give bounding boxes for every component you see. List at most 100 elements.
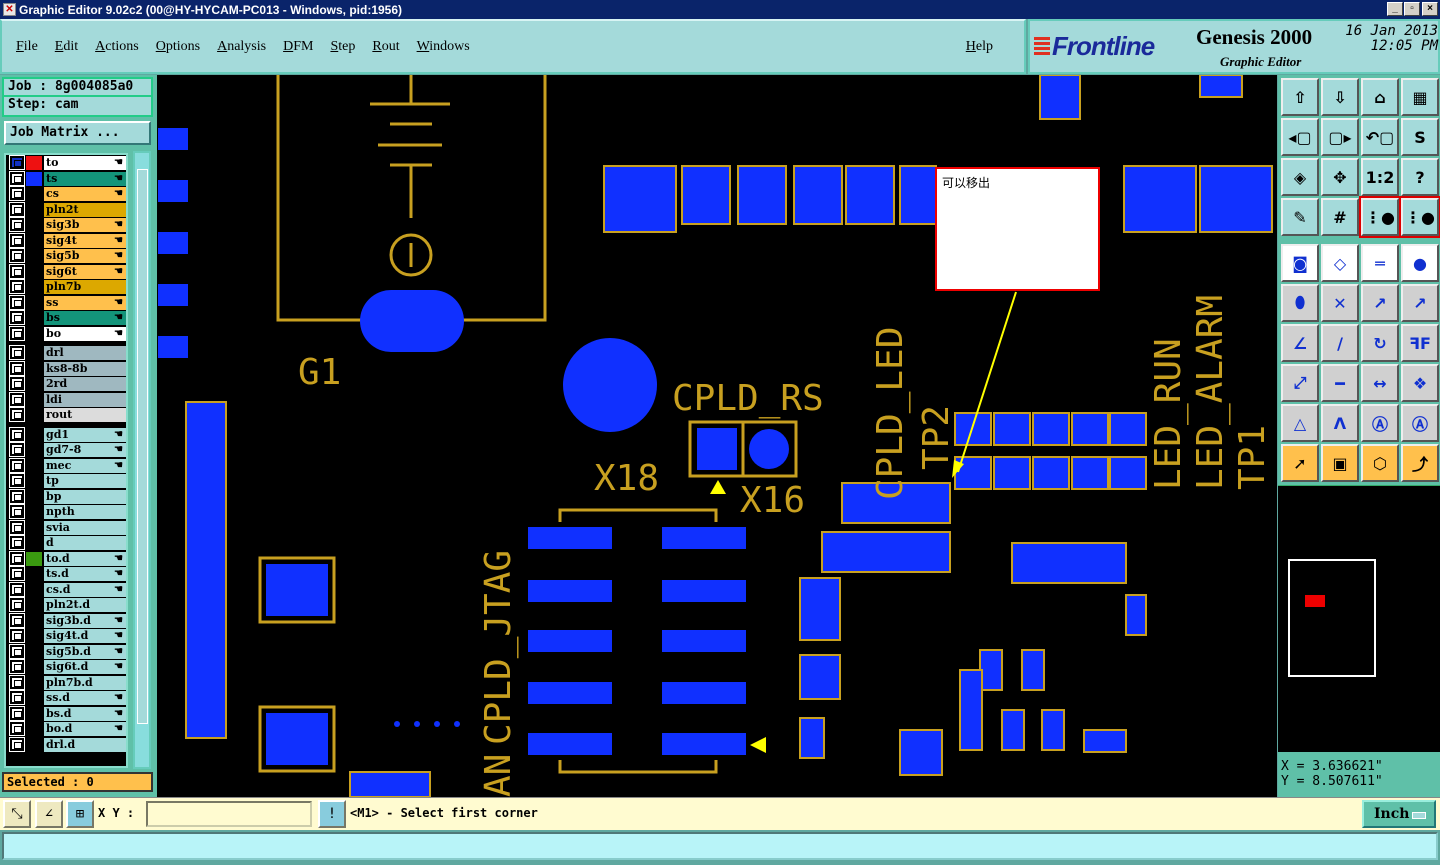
layer-row-sig3b.d[interactable]: sig3b.d☚ <box>8 612 126 628</box>
menu-file[interactable]: File <box>16 38 38 54</box>
layer-checkbox[interactable] <box>9 391 25 407</box>
layer-checkbox[interactable] <box>9 566 25 581</box>
layer-checkbox[interactable] <box>9 248 25 263</box>
help-icon[interactable]: ? <box>1401 158 1439 196</box>
layer-row-sig5b.d[interactable]: sig5b.d☚ <box>8 643 126 659</box>
layer-name[interactable]: sig6t.d☚ <box>44 660 126 674</box>
alert-icon[interactable]: ! <box>318 800 346 828</box>
layer-name[interactable]: drl.d <box>44 737 126 752</box>
scrollbar-thumb[interactable] <box>137 169 148 724</box>
layer-name[interactable]: pln7b.d <box>44 675 126 690</box>
layer-checkbox[interactable] <box>9 426 25 442</box>
layer-name[interactable]: npth <box>44 505 126 519</box>
layer-checkbox[interactable] <box>9 263 25 279</box>
layer-name[interactable]: ss☚ <box>44 295 126 310</box>
layer-row-rout[interactable]: rout <box>8 407 126 422</box>
layer-row-sig3b[interactable]: sig3b☚ <box>8 217 126 232</box>
pan-right-icon[interactable]: ▢▸ <box>1321 118 1359 156</box>
rotate-icon[interactable]: ↻ <box>1361 324 1399 362</box>
layer-name[interactable]: d <box>44 536 126 550</box>
layer-row-ldi[interactable]: ldi <box>8 391 126 407</box>
layer-name[interactable]: ts☚ <box>44 171 126 186</box>
layer-checkbox[interactable] <box>9 407 25 422</box>
layer-row-gd7-8[interactable]: gd7-8☚ <box>8 442 126 457</box>
menu-windows[interactable]: Windows <box>416 38 470 54</box>
minimap-viewport[interactable] <box>1305 595 1325 607</box>
layer-name[interactable]: sig6t☚ <box>44 264 126 279</box>
layer-checkbox[interactable] <box>9 721 25 736</box>
layer-row-ts.d[interactable]: ts.d☚ <box>8 566 126 581</box>
layer-checkbox[interactable] <box>9 504 25 519</box>
menu-dfm[interactable]: DFM <box>283 38 314 54</box>
layer-checkbox[interactable] <box>9 535 25 550</box>
layer-checkbox[interactable] <box>9 232 25 248</box>
grid-icon[interactable]: # <box>1321 198 1359 236</box>
layer-name[interactable]: sig4t☚ <box>44 233 126 248</box>
layer-row-ts[interactable]: ts☚ <box>8 170 126 186</box>
arc-a-icon[interactable]: Λ <box>1321 404 1359 442</box>
pan-left-icon[interactable]: ◂▢ <box>1281 118 1319 156</box>
layer-row-2rd[interactable]: 2rd <box>8 376 126 391</box>
layer-row-ks8-8b[interactable]: ks8-8b <box>8 360 126 376</box>
layer-name[interactable]: svia <box>44 520 126 535</box>
unit-selector[interactable]: Inch <box>1362 800 1436 828</box>
menu-help[interactable]: Help <box>965 38 993 54</box>
layer-name[interactable]: cs☚ <box>44 187 126 201</box>
menu-actions[interactable]: Actions <box>95 38 139 54</box>
layer-checkbox[interactable] <box>9 628 25 643</box>
diagonal-measure-icon[interactable]: ⤡ <box>3 800 31 828</box>
layer-name[interactable]: cs.d☚ <box>44 582 126 597</box>
transform-icon[interactable]: ◇ <box>1321 244 1359 282</box>
layer-row-mec[interactable]: mec☚ <box>8 457 126 473</box>
layer-name[interactable]: sig3b☚ <box>44 218 126 232</box>
layer-name[interactable]: sig5b☚ <box>44 249 126 263</box>
layer-checkbox[interactable] <box>9 376 25 391</box>
layer-row-npth[interactable]: npth <box>8 504 126 519</box>
layer-checkbox[interactable] <box>9 360 25 376</box>
layer-checkbox[interactable] <box>9 170 25 186</box>
layer-name[interactable]: sig5b.d☚ <box>44 644 126 659</box>
layer-row-pln2t[interactable]: pln2t <box>8 201 126 217</box>
layer-row-tp[interactable]: tp <box>8 473 126 488</box>
layer-name[interactable]: ts.d☚ <box>44 567 126 581</box>
layer-name[interactable]: 2rd <box>44 377 126 391</box>
layer-row-bp[interactable]: bp <box>8 488 126 504</box>
job-matrix-button[interactable]: Job Matrix ... <box>4 121 151 145</box>
layer-name[interactable]: bo.d☚ <box>44 722 126 736</box>
layer-name[interactable]: gd1☚ <box>44 427 126 442</box>
layer-row-sig4t[interactable]: sig4t☚ <box>8 232 126 248</box>
line-angle-icon[interactable]: ∠ <box>1281 324 1319 362</box>
zoom-up-icon[interactable]: ⇧ <box>1281 78 1319 116</box>
layer-name[interactable]: to☚ <box>44 156 126 170</box>
layer-checkbox[interactable] <box>9 186 25 201</box>
layer-name[interactable]: sig4t.d☚ <box>44 629 126 643</box>
layer-row-bs.d[interactable]: bs.d☚ <box>8 705 126 721</box>
layer-row-bo.d[interactable]: bo.d☚ <box>8 721 126 736</box>
layer-checkbox[interactable] <box>9 201 25 217</box>
layer-name[interactable]: bs.d☚ <box>44 706 126 721</box>
layer-scrollbar[interactable] <box>133 151 151 769</box>
layer-checkbox[interactable] <box>9 519 25 535</box>
layer-checkbox[interactable] <box>9 457 25 473</box>
layer-row-cs[interactable]: cs☚ <box>8 186 126 201</box>
select-box-icon[interactable]: ▣ <box>1321 444 1359 482</box>
layer-row-sig6t.d[interactable]: sig6t.d☚ <box>8 659 126 674</box>
move-point-a-icon[interactable]: ↗ <box>1361 284 1399 322</box>
select-net-icon[interactable]: ⤴ <box>1401 444 1439 482</box>
layer-name[interactable]: bp <box>44 489 126 504</box>
segment-icon[interactable]: ━ <box>1321 364 1359 402</box>
zoom-fit-icon[interactable]: ◈ <box>1281 158 1319 196</box>
netlist-b-icon[interactable]: ⋮● <box>1399 196 1440 238</box>
layer-name[interactable]: rout <box>44 408 126 422</box>
layer-checkbox[interactable] <box>9 581 25 597</box>
layer-checkbox[interactable] <box>9 597 25 612</box>
layer-checkbox[interactable] <box>9 473 25 488</box>
layer-name[interactable]: pln7b <box>44 280 126 294</box>
layer-checkbox[interactable] <box>9 279 25 294</box>
layer-row-pln7b.d[interactable]: pln7b.d <box>8 674 126 690</box>
layer-checkbox[interactable] <box>9 310 25 325</box>
zoom-down-icon[interactable]: ⇩ <box>1321 78 1359 116</box>
layer-row-drl[interactable]: drl <box>8 345 126 360</box>
dimension-icon[interactable]: ↔ <box>1361 364 1399 402</box>
layer-name[interactable]: mec☚ <box>44 458 126 473</box>
